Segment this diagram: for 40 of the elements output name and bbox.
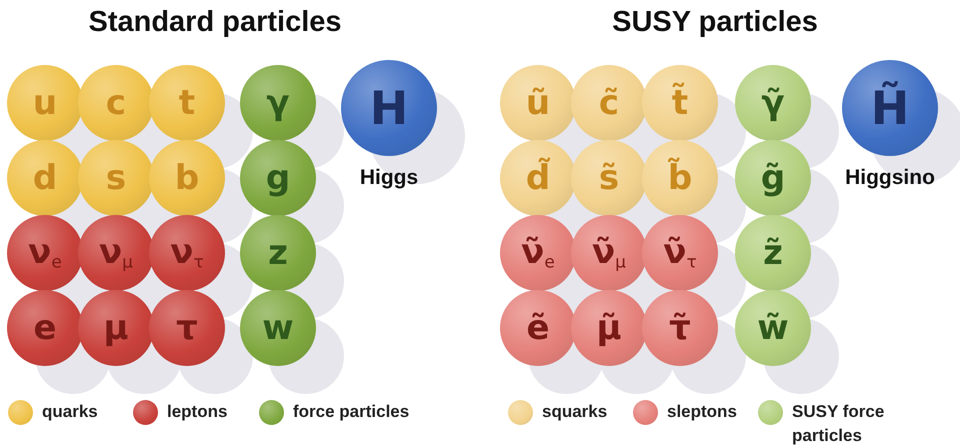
particle-symbol: τ bbox=[176, 311, 198, 345]
particle-symbol: b bbox=[174, 161, 200, 195]
particle-symbol: γ̃ bbox=[761, 86, 785, 120]
particle-symbol: e bbox=[33, 311, 57, 345]
particle-symbol: ν$_{e}$ bbox=[28, 234, 62, 272]
particle-symbol: μ bbox=[103, 311, 129, 345]
particle-symbol: w̃ bbox=[757, 311, 789, 345]
particle-name: Higgsino bbox=[845, 166, 935, 190]
particle-symbol: H bbox=[370, 85, 408, 131]
particle-symbol: ν$_{τ}$ bbox=[170, 234, 204, 272]
legend-label: force particles bbox=[293, 401, 410, 423]
particle-symbol: ẽ bbox=[526, 311, 550, 345]
section-heading: Standard particles bbox=[88, 6, 342, 39]
legend-label: quarks bbox=[42, 401, 98, 423]
particle-symbol: ν̃$_{e}$ bbox=[521, 234, 555, 272]
particle-symbol: ν̃$_{τ}$ bbox=[663, 234, 697, 272]
particle-symbol: ũ bbox=[526, 86, 550, 120]
legend-label: squarks bbox=[542, 401, 608, 423]
particle-symbol: s bbox=[106, 161, 126, 195]
particle-name: Higgs bbox=[360, 166, 418, 190]
legend-label: sleptons bbox=[667, 401, 737, 423]
particle-symbol: c bbox=[106, 86, 126, 120]
particle-symbol: g̃ bbox=[760, 161, 786, 195]
particle-symbol: μ̃ bbox=[596, 311, 622, 345]
particle-symbol: ν$_{μ}$ bbox=[99, 234, 133, 272]
particle-symbol: z bbox=[268, 236, 288, 270]
particle-symbol: z̃ bbox=[763, 236, 783, 270]
particle-symbol: d bbox=[32, 161, 58, 195]
section-heading: SUSY particles bbox=[612, 6, 818, 39]
particle-symbol: g bbox=[266, 161, 290, 195]
particle-symbol: t bbox=[178, 86, 196, 120]
legend-label: leptons bbox=[167, 401, 228, 423]
particle-symbol: s̃ bbox=[598, 161, 620, 195]
particle-symbol: c̃ bbox=[598, 86, 620, 120]
particle-symbol: u bbox=[32, 86, 58, 120]
legend-label: SUSY force particles bbox=[792, 401, 886, 447]
particle-symbol: w bbox=[262, 311, 294, 345]
particle-symbol: τ̃ bbox=[669, 311, 691, 345]
particle-symbol: ν̃$_{μ}$ bbox=[592, 234, 626, 272]
particle-symbol: γ bbox=[266, 86, 290, 120]
